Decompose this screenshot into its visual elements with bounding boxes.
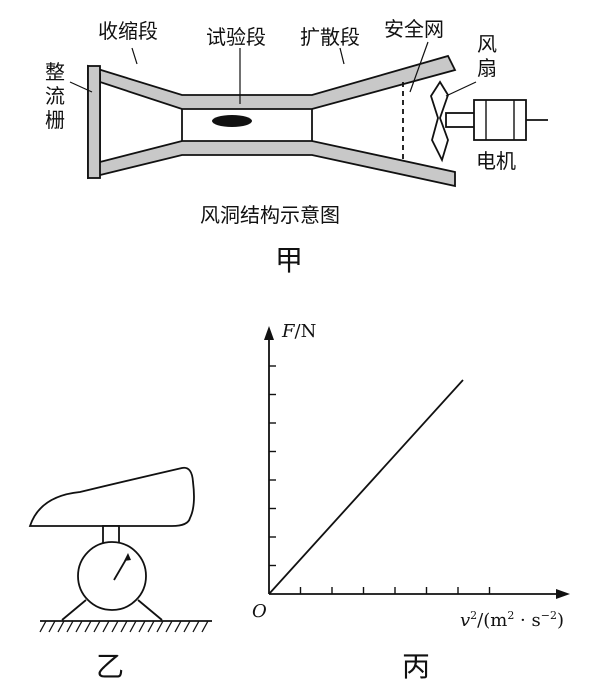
x-axis-label-var: v <box>460 610 471 631</box>
model-body <box>28 466 195 527</box>
y-axis-arrow <box>264 326 274 340</box>
scale-leg-left <box>61 599 87 621</box>
scale-leg-right <box>137 599 163 621</box>
motor <box>473 99 548 141</box>
label-test-section: 试验段 <box>206 25 266 49</box>
label-motor: 电机 <box>476 149 516 173</box>
x-axis-label: v2/(m2 · s−2) <box>460 609 564 631</box>
honeycomb-wall <box>87 65 101 179</box>
origin-label: O <box>252 601 267 622</box>
ground-hatching <box>39 620 209 633</box>
tunnel-upper-wall <box>87 54 457 110</box>
force-vs-velocity-squared-chart <box>264 326 570 599</box>
figure-jia-name: 甲 <box>275 244 304 277</box>
figure-bing-name: 丙 <box>402 650 431 683</box>
leader-contraction <box>131 47 138 65</box>
model-on-scale-diagram <box>28 466 212 633</box>
label-honeycomb: 整流栅 <box>45 60 65 132</box>
y-axis-label-unit: /N <box>294 321 317 342</box>
fan-blades <box>430 80 449 163</box>
x-axis-label-sup: 2 <box>470 609 478 622</box>
label-contraction: 收缩段 <box>98 19 158 43</box>
series-line-f-vs-v2 <box>268 379 464 595</box>
label-fan: 风扇 <box>477 32 497 80</box>
x-axis-ticks <box>299 587 491 594</box>
leader-honeycomb <box>69 81 93 93</box>
y-axis-label-var: F <box>282 321 295 342</box>
leader-fan <box>445 81 477 97</box>
figure-jia-caption: 风洞结构示意图 <box>200 203 340 227</box>
y-axis-label: F/N <box>282 322 316 342</box>
leader-safety-net <box>409 41 429 93</box>
scale-dial <box>77 541 147 611</box>
fan-shaft <box>445 112 477 128</box>
y-axis-ticks <box>269 365 276 567</box>
x-axis-arrow <box>556 589 570 599</box>
label-diffuser: 扩散段 <box>300 25 360 49</box>
test-model <box>212 115 252 127</box>
leader-diffuser <box>339 47 345 65</box>
label-safety-net: 安全网 <box>384 17 444 41</box>
figure-yi-name: 乙 <box>96 650 125 683</box>
